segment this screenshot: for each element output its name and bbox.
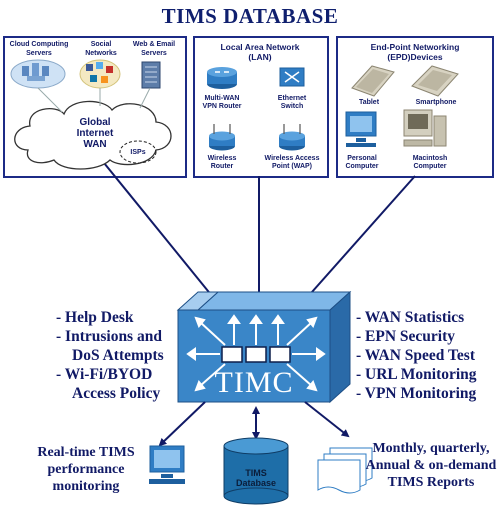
database-line: Database bbox=[235, 478, 277, 488]
web-email-label: Web & Email Servers bbox=[132, 41, 176, 57]
wireless-router-label-line2: Router bbox=[210, 163, 234, 170]
reports-line: TIMS Reports bbox=[387, 475, 475, 490]
right-list-item: - WAN Speed Test bbox=[356, 347, 476, 364]
lan-heading-line2: (LAN) bbox=[248, 52, 272, 62]
reports-label: Monthly, quarterly, Annual & on-demand T… bbox=[362, 440, 500, 491]
tims-database-icon bbox=[223, 437, 289, 505]
smartphone-icon bbox=[411, 65, 459, 97]
monitoring-computer-icon bbox=[149, 445, 185, 484]
isps-label: ISPs bbox=[130, 149, 146, 156]
social-networks-label: Social Networks bbox=[85, 41, 117, 57]
left-list-item: Access Policy bbox=[72, 385, 161, 402]
ethernet-label-line1: Ethernet bbox=[277, 95, 307, 102]
left-list-item: - Intrusions and bbox=[56, 328, 162, 345]
lan-panel bbox=[193, 36, 329, 178]
social-networks-icon bbox=[79, 59, 121, 106]
left-list-item: DoS Attempts bbox=[72, 347, 164, 364]
epn-heading-line2: (EPD)Devices bbox=[387, 52, 443, 62]
database-label: TIMS Database bbox=[224, 468, 288, 488]
global-label-line2: Internet bbox=[76, 128, 114, 139]
realtime-line: Real-time TIMS bbox=[37, 445, 135, 460]
right-list-item: - VPN Monitoring bbox=[356, 385, 477, 402]
isps-ellipse bbox=[119, 140, 157, 164]
wap-label-line1: Wireless Access bbox=[264, 155, 320, 162]
lan-heading-line1: Local Area Network bbox=[220, 42, 300, 52]
tablet-icon bbox=[351, 65, 395, 97]
realtime-line: performance bbox=[47, 462, 125, 477]
mac-label-line2: Computer bbox=[413, 163, 447, 170]
to-monitor-arrow bbox=[158, 401, 206, 447]
multiwan-label-line1: Multi-WAN bbox=[204, 95, 240, 102]
wap-label-line2: Point (WAP) bbox=[271, 163, 313, 170]
web-email-servers-icon bbox=[139, 61, 161, 109]
cloud-servers-icon bbox=[10, 59, 66, 113]
wireless-router-label-line1: Wireless bbox=[207, 155, 237, 162]
global-label-line1: Global bbox=[79, 117, 111, 128]
diagram-title: TIMS DATABASE bbox=[161, 4, 339, 28]
reports-line: Annual & on-demand bbox=[365, 458, 497, 473]
personal-computer-icon bbox=[345, 111, 377, 147]
left-list-item: - Help Desk bbox=[56, 309, 134, 326]
macintosh-computer-icon bbox=[403, 109, 447, 147]
wireless-router-icon bbox=[209, 124, 235, 151]
right-capability-list: - WAN Statistics - EPN Security - WAN Sp… bbox=[356, 308, 496, 403]
tablet-label: Tablet bbox=[358, 99, 380, 106]
smartphone-label: Smartphone bbox=[415, 99, 457, 106]
epn-panel bbox=[336, 36, 494, 178]
left-list-item: - Wi-Fi/BYOD bbox=[56, 366, 153, 383]
timc-hub-icon bbox=[176, 290, 352, 404]
ethernet-label-line2: Switch bbox=[280, 103, 304, 110]
cloud-servers-label: Cloud Computing Servers bbox=[9, 41, 69, 57]
realtime-line: monitoring bbox=[52, 479, 120, 494]
left-capability-list: - Help Desk - Intrusions and DoS Attempt… bbox=[56, 308, 176, 403]
epn-heading-line1: End-Point Networking bbox=[370, 42, 460, 52]
global-label-line3: WAN bbox=[83, 139, 107, 150]
reports-line: Monthly, quarterly, bbox=[372, 441, 490, 456]
wireless-access-point-icon bbox=[279, 124, 305, 151]
pc-label-line1: Personal bbox=[347, 155, 377, 162]
right-list-item: - WAN Statistics bbox=[356, 309, 465, 326]
right-list-item: - URL Monitoring bbox=[356, 366, 477, 383]
realtime-monitoring-label: Real-time TIMS performance monitoring bbox=[26, 444, 146, 495]
global-wan-cloud-icon bbox=[14, 100, 172, 170]
multi-wan-vpn-router-icon bbox=[207, 67, 237, 89]
pc-label-line2: Computer bbox=[345, 163, 379, 170]
reports-stack-icon bbox=[317, 447, 373, 494]
mac-label-line1: Macintosh bbox=[412, 155, 448, 162]
database-line: TIMS bbox=[245, 468, 267, 478]
multiwan-label-line2: VPN Router bbox=[202, 103, 242, 110]
right-list-item: - EPN Security bbox=[356, 328, 456, 345]
to-reports-arrow bbox=[304, 401, 350, 438]
timc-label: TIMC bbox=[214, 366, 294, 399]
ethernet-switch-icon bbox=[279, 67, 305, 87]
